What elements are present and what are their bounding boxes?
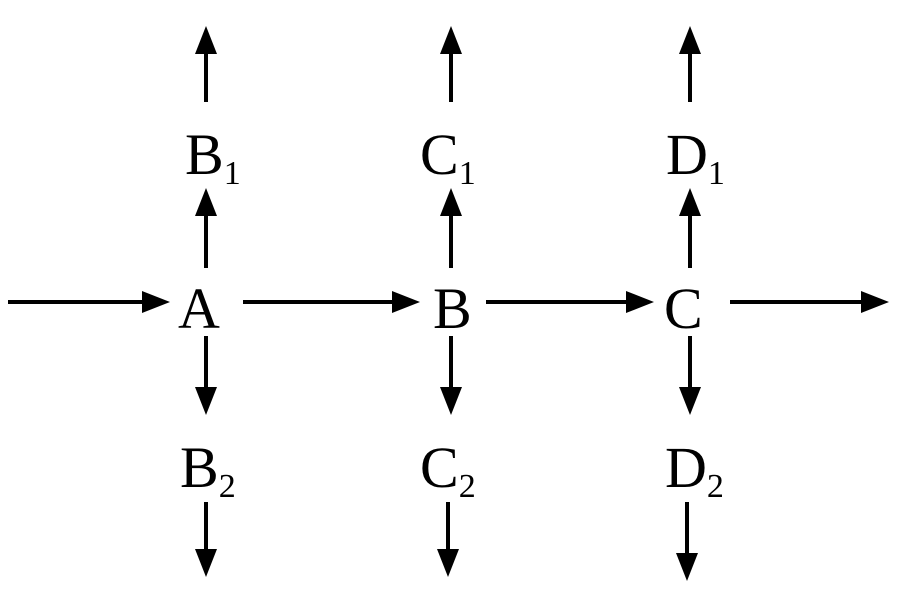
node-c2-subscript: 2 [459, 468, 476, 505]
arrow-c1-up [440, 26, 462, 102]
node-b2-subscript: 2 [219, 468, 236, 505]
arrow-a-to-b [243, 291, 420, 313]
node-d1-subscript: 1 [708, 155, 725, 192]
node-d1-letter: D [666, 122, 708, 187]
node-c2-letter: C [420, 435, 459, 500]
node-a-letter: A [178, 276, 220, 341]
node-c1-letter: C [420, 122, 459, 187]
node-b1-subscript: 1 [224, 155, 241, 192]
arrow-c-to-d2 [679, 336, 701, 415]
node-d2-subscript: 2 [707, 468, 724, 505]
arrow-c-to-d1 [679, 188, 701, 268]
arrow-a-to-b1 [195, 188, 217, 268]
node-d2-letter: D [665, 435, 707, 500]
node-b1: B1 [185, 122, 241, 192]
arrow-b-to-c2 [440, 336, 462, 415]
node-a: A [178, 276, 220, 341]
arrow-d2-down [676, 502, 698, 581]
arrow-b-to-c1 [440, 188, 462, 268]
arrow-d1-up [679, 26, 701, 102]
node-b2-letter: B [180, 435, 219, 500]
node-c2: C2 [420, 435, 476, 505]
arrow-b2-down [195, 502, 217, 577]
arrow-c-to-output [730, 291, 889, 313]
arrow-c2-down [437, 502, 459, 577]
node-b-letter: B [433, 276, 472, 341]
node-b2: B2 [180, 435, 236, 505]
node-c: C [664, 276, 703, 341]
node-c1-subscript: 1 [459, 155, 476, 192]
arrow-b-to-c [486, 291, 654, 313]
arrow-input-to-a [8, 291, 170, 313]
node-c-letter: C [664, 276, 703, 341]
node-b: B [433, 276, 472, 341]
node-d1: D1 [666, 122, 725, 192]
node-c1: C1 [420, 122, 476, 192]
arrow-a-to-b2 [195, 336, 217, 415]
arrow-b1-up [195, 26, 217, 102]
node-d2: D2 [665, 435, 724, 505]
node-b1-letter: B [185, 122, 224, 187]
